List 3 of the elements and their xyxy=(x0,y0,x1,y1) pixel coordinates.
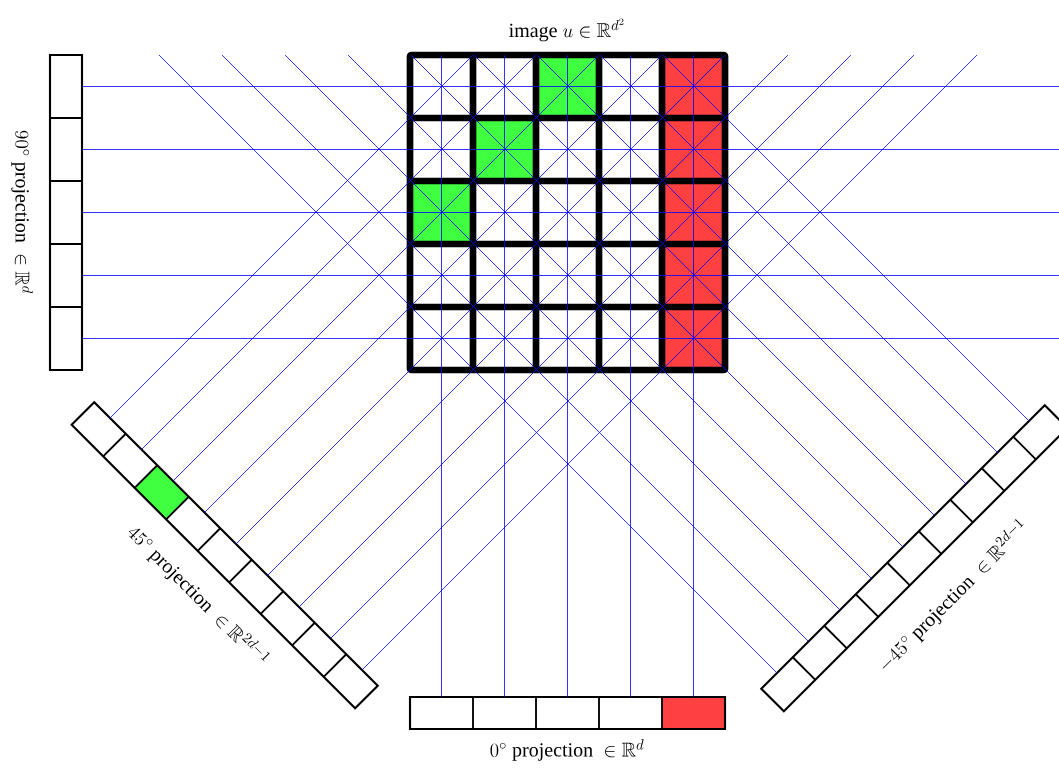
projection-label: $90^\circ\text{ projection }\in\mathbb{R}^d$ xyxy=(11,130,33,294)
projection-label: $0^\circ\text{ projection }\in\mathbb{R}^d$ xyxy=(490,739,644,761)
image-label: $\text{image }u\in\mathbb{R}^{d^2}$ xyxy=(509,18,624,42)
